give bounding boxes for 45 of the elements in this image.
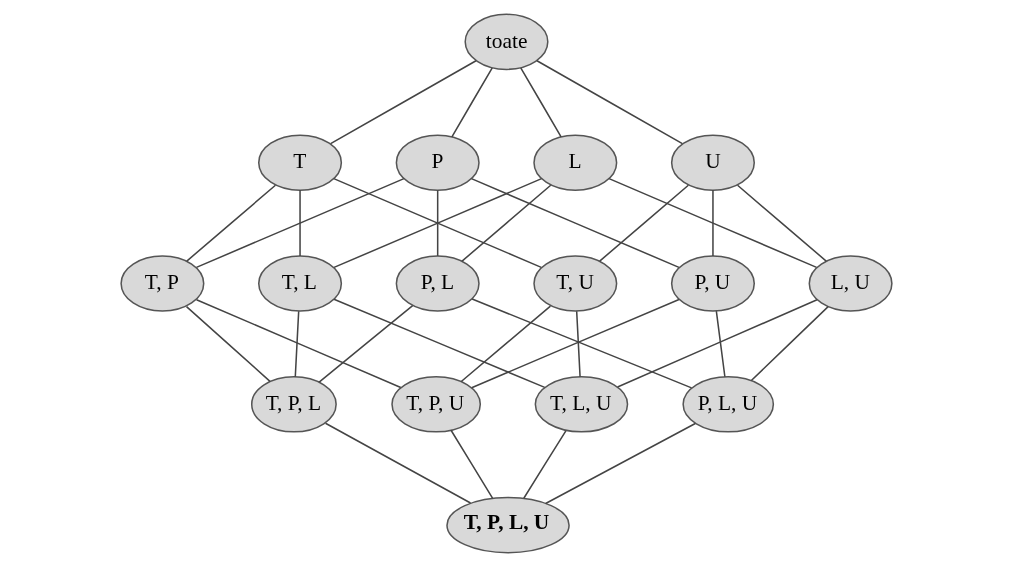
node-ellipse: T, P — [119, 255, 204, 312]
node-ellipse: P — [395, 134, 480, 191]
connector — [544, 422, 696, 505]
node-ellipse: T, L, U — [534, 376, 628, 433]
connector — [329, 60, 477, 145]
connector — [332, 298, 545, 389]
connector — [324, 422, 471, 504]
connector — [185, 305, 271, 383]
connector — [715, 310, 726, 378]
connector — [460, 184, 551, 262]
node-ellipse: T, P, L, U — [445, 496, 570, 554]
connector — [607, 177, 817, 269]
connector — [522, 430, 567, 500]
node-ellipse: P, U — [670, 255, 755, 312]
node-ellipse: T, P, U — [390, 376, 481, 433]
connector — [195, 177, 405, 269]
node-ellipse: L, U — [808, 255, 893, 312]
connector — [711, 189, 714, 257]
connector — [317, 304, 413, 383]
node-ellipse: P, L — [395, 255, 480, 312]
connector — [519, 67, 562, 138]
connector — [436, 189, 438, 257]
connector — [470, 177, 680, 269]
connector — [449, 429, 493, 500]
connector — [185, 184, 276, 262]
connector — [616, 298, 818, 388]
connector — [460, 305, 551, 383]
node-ellipse: T, P, L — [250, 376, 337, 433]
connector — [598, 184, 689, 262]
connector — [195, 298, 401, 389]
node-ellipse: T, L — [257, 255, 342, 312]
connector — [294, 310, 299, 378]
connector — [535, 60, 683, 145]
node-ellipse: T — [257, 134, 342, 191]
connector — [450, 67, 493, 138]
node-ellipse: toate — [463, 13, 549, 71]
node-ellipse: P, L, U — [681, 376, 774, 433]
connector — [332, 177, 542, 269]
node-ellipse: L — [532, 134, 617, 191]
node-ellipse: T, U — [532, 255, 617, 312]
node-ellipse: U — [670, 134, 755, 191]
connector — [750, 305, 829, 382]
connector — [298, 189, 301, 257]
connector — [736, 184, 827, 262]
connector — [575, 310, 581, 378]
